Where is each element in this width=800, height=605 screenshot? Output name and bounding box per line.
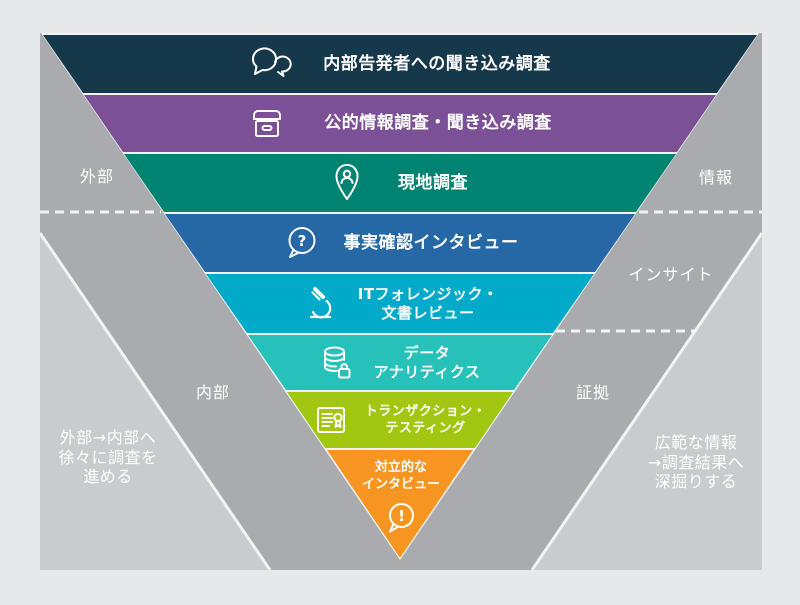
funnel-layer-7-label: トランザクション・ テスティング bbox=[364, 404, 487, 436]
side-label-right-top: 情報 bbox=[698, 168, 734, 187]
funnel-layer-1 bbox=[43, 35, 757, 93]
location-pin-icon bbox=[334, 163, 360, 203]
certificate-icon bbox=[316, 406, 349, 435]
labels-overlay: 内部告発者への聞き込み調査 公的情報調査・聞き込み調査 bbox=[40, 33, 762, 570]
exclamation-mark-glyph: ! bbox=[398, 507, 405, 525]
funnel-layer-2 bbox=[84, 95, 716, 152]
database-lock-icon bbox=[322, 345, 352, 381]
archive-box-icon bbox=[250, 106, 284, 142]
side-label-left-top: 外部 bbox=[79, 167, 115, 186]
funnel-layer-8-content: 対立的な インタビュー ! bbox=[40, 450, 762, 562]
funnel-layer-6 bbox=[248, 335, 552, 390]
funnel-layer-5-label: ITフォレンジック・ 文書レビュー bbox=[357, 284, 499, 322]
corner-note-right: 広範な情報 →調査結果へ 深掘りする bbox=[647, 433, 745, 491]
right-diagonal-line bbox=[530, 232, 762, 570]
chat-bubbles-icon bbox=[251, 45, 297, 83]
funnel-layer-1-content: 内部告発者への聞き込み調査 bbox=[40, 35, 762, 93]
funnel-layer-3 bbox=[124, 154, 676, 212]
corner-note-left: 外部→内部へ 徐々に調査を 進める bbox=[58, 428, 158, 486]
side-label-right-bottom: 証拠 bbox=[575, 383, 611, 402]
funnel-layer-7-content: トランザクション・ テスティング bbox=[40, 392, 762, 448]
side-label-right-middle: インサイト bbox=[628, 265, 714, 284]
side-label-left-bottom: 内部 bbox=[195, 383, 231, 402]
funnel-layer-1-label: 内部告発者への聞き込み調査 bbox=[323, 53, 551, 74]
microscope-icon bbox=[304, 286, 336, 322]
funnel-layer-7 bbox=[287, 392, 513, 448]
left-diagonal-line bbox=[40, 232, 272, 570]
funnel-layer-3-label: 現地調査 bbox=[398, 172, 468, 193]
funnel-layer-2-label: 公的情報調査・聞き込み調査 bbox=[324, 113, 552, 133]
funnel-layer-6-label: データ アナリティクス bbox=[373, 343, 481, 381]
funnel-layer-4-label: 事実確認インタビュー bbox=[343, 232, 519, 253]
chart-area: 内部告発者への聞き込み調査 公的情報調査・聞き込み調査 bbox=[40, 33, 762, 570]
funnel-layer-3-content: 現地調査 bbox=[40, 154, 762, 212]
funnel-canvas bbox=[40, 33, 762, 570]
funnel-layer-2-content: 公的情報調査・聞き込み調査 bbox=[40, 95, 762, 152]
funnel-layer-5 bbox=[206, 274, 594, 333]
funnel-layer-8-label: 対立的な インタビュー bbox=[361, 460, 440, 492]
funnel-layer-5-content: ITフォレンジック・ 文書レビュー bbox=[40, 274, 762, 333]
funnel-layer-4 bbox=[165, 214, 635, 272]
funnel-layer-6-content: データ アナリティクス bbox=[40, 335, 762, 390]
funnel-layer-4-content: ? 事実確認インタビュー bbox=[40, 214, 762, 272]
exclamation-bubble-icon: ! bbox=[384, 502, 418, 535]
question-bubble-icon: ? bbox=[284, 226, 320, 260]
question-mark-glyph: ? bbox=[297, 232, 306, 250]
